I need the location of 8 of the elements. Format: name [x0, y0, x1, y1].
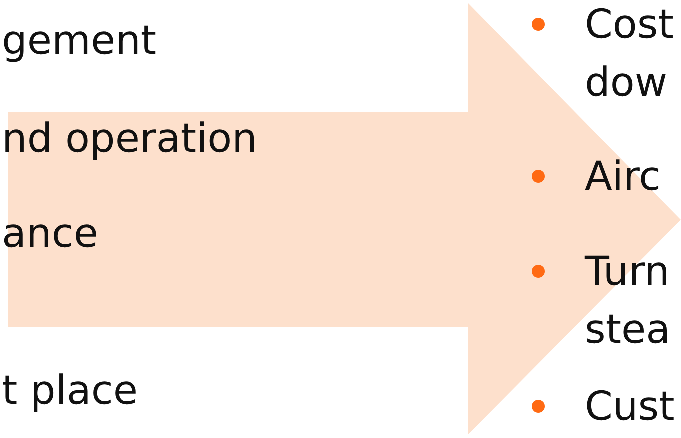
bullet-text: Turn stea	[585, 248, 672, 355]
text-label: t place	[2, 367, 138, 416]
bullet-text: Cost dow	[585, 1, 675, 108]
text-label: nd operation	[2, 115, 258, 164]
bullet-text: Cust	[585, 383, 675, 432]
text-label: ance	[2, 210, 98, 259]
text-label: gement	[2, 17, 157, 66]
bullet-text: Airc	[585, 153, 662, 202]
